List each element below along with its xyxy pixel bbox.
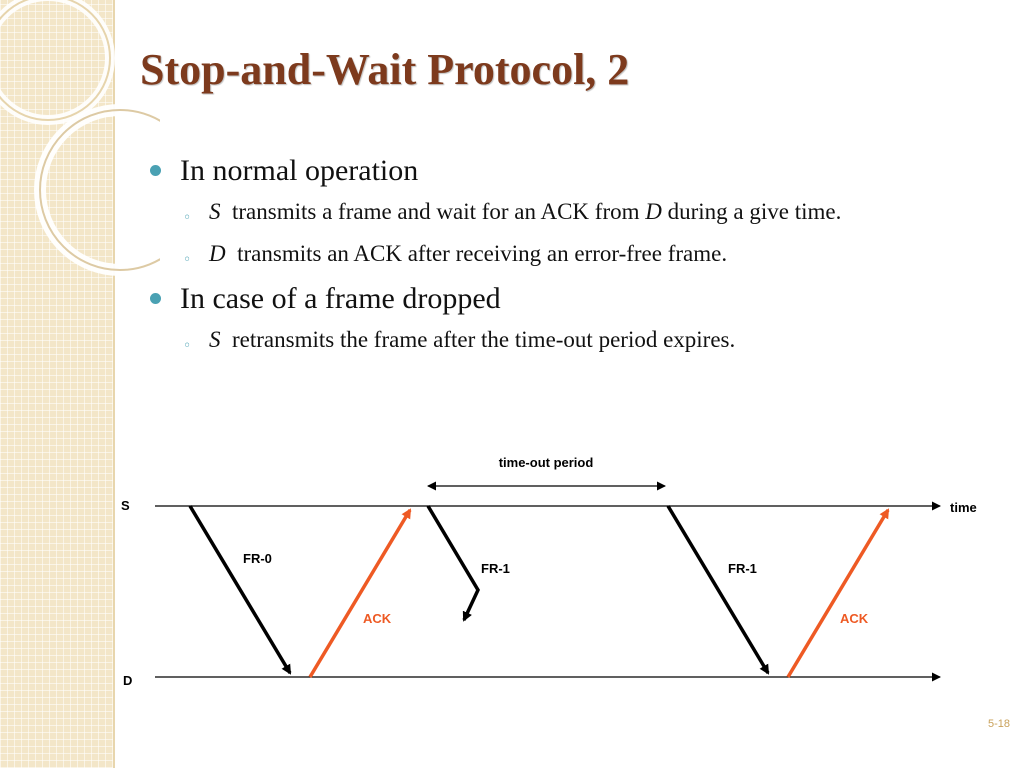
- frame-arrow-fr1-retransmit: [666, 505, 770, 675]
- sub-bullet-text-cont: during a give time.: [667, 199, 842, 224]
- frame-label-fr1-retransmit: FR-1: [728, 561, 757, 576]
- bullet-text: In normal operation: [180, 154, 419, 187]
- frame-label-fr1-dropped: FR-1: [481, 561, 510, 576]
- dropped-frame-arrow-fr1: [426, 505, 480, 622]
- var-d: D: [645, 199, 662, 224]
- ack-arrow-1: [308, 508, 412, 678]
- frame-label-fr0: FR-0: [243, 551, 272, 566]
- sub-bullet-text: transmits an ACK after receiving an erro…: [237, 241, 728, 266]
- decorative-side-strip: [0, 0, 113, 768]
- var-s: S: [209, 327, 221, 352]
- slide-title: Stop-and-Wait Protocol, 2: [140, 45, 630, 94]
- bullet-dot-icon: [150, 165, 161, 176]
- bullet-normal-operation: In normal operation: [150, 152, 980, 190]
- deco-ring-top-outline: [0, 0, 111, 121]
- bullet-text: In case of a frame dropped: [180, 282, 501, 315]
- side-strip-edge: [113, 0, 115, 768]
- sender-label: S: [121, 498, 130, 513]
- sub-bullet-ring-icon: ◦: [183, 210, 192, 226]
- ack-arrow-2: [786, 508, 890, 678]
- timeout-period-label: time-out period: [499, 455, 594, 470]
- sub-bullet-s-transmits: ◦ S transmits a frame and wait for an AC…: [150, 196, 980, 228]
- bullet-dot-icon: [150, 293, 161, 304]
- sub-bullet-text: retransmits the frame after the time-out…: [232, 327, 736, 352]
- frame-arrow-fr0: [188, 505, 292, 675]
- bullet-frame-dropped: In case of a frame dropped: [150, 280, 980, 318]
- page-number: 5-18: [987, 718, 1010, 730]
- sub-bullet-ring-icon: ◦: [183, 338, 192, 354]
- ack-label-1: ACK: [363, 611, 392, 626]
- sub-bullet-s-retransmits: ◦ S retransmits the frame after the time…: [150, 324, 980, 356]
- var-d: D: [209, 241, 226, 266]
- ack-label-2: ACK: [840, 611, 869, 626]
- var-s: S: [209, 199, 221, 224]
- sub-bullet-text: transmits a frame and wait for an ACK fr…: [232, 199, 640, 224]
- deco-ring-bottom-outline: [39, 109, 160, 271]
- sub-bullet-ring-icon: ◦: [183, 252, 192, 268]
- sub-bullet-d-transmits: ◦ D transmits an ACK after receiving an …: [150, 238, 980, 270]
- decorative-rings: [0, 0, 160, 276]
- time-label: time: [950, 500, 977, 515]
- bullet-list: In normal operation ◦ S transmits a fram…: [150, 152, 980, 366]
- receiver-label: D: [123, 673, 132, 688]
